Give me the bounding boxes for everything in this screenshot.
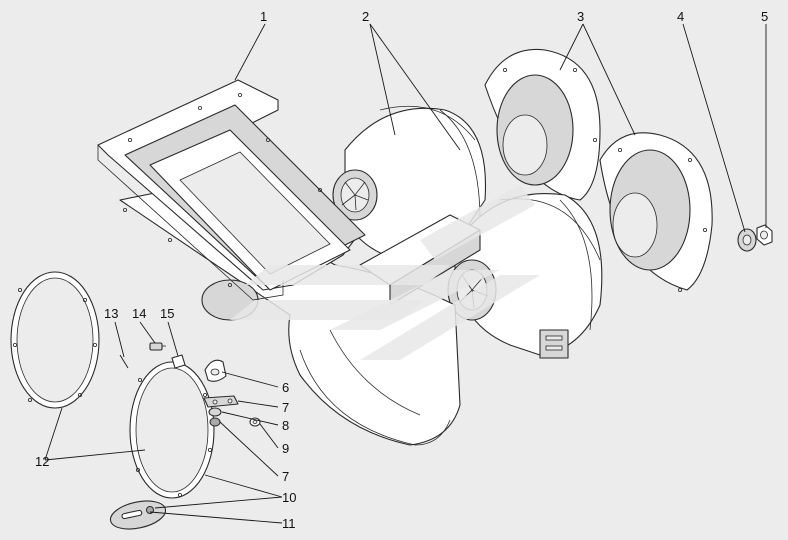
callout-labels: 1 2 3 4 5 6 7 8 9 7 10 11 12 13 14 15: [35, 9, 768, 531]
callout-14: 14: [132, 306, 146, 321]
callout-13: 13: [104, 306, 118, 321]
callout-11: 11: [282, 516, 296, 531]
callout-1: 1: [260, 9, 267, 24]
part-3-flange-rear: [484, 48, 601, 201]
callout-2: 2: [362, 9, 369, 24]
callout-5: 5: [761, 9, 768, 24]
part-11-latch-plate: [109, 500, 167, 530]
part-8-nut: [208, 407, 222, 417]
part-10-ring-cover: [129, 361, 215, 499]
part-15-clip: [171, 354, 186, 369]
callout-9: 9: [282, 441, 289, 456]
callout-8: 8: [282, 418, 289, 433]
part-3-flange-front: [599, 132, 713, 292]
callout-7-lower: 7: [282, 469, 289, 484]
callout-10: 10: [282, 490, 296, 505]
callout-4: 4: [677, 9, 684, 24]
callout-12: 12: [35, 454, 49, 469]
callout-15: 15: [160, 306, 174, 321]
part-13-pin: [119, 354, 129, 369]
part-7-washer-lower: [209, 417, 221, 427]
part-14-bolt: [149, 342, 166, 351]
part-12-gasket-ring: [10, 271, 100, 409]
watermark-logo: [230, 185, 540, 360]
part-5-nut: [756, 224, 773, 246]
leader-lines: [44, 23, 767, 524]
part-7-washer-upper: [203, 395, 239, 408]
part-1-mounting-frame: [97, 79, 366, 301]
part-4-washer: [737, 228, 757, 252]
part-9-washer: [249, 417, 261, 427]
callout-6: 6: [282, 380, 289, 395]
part-6-bracket: [204, 359, 227, 382]
callout-3: 3: [577, 9, 584, 24]
callout-7-upper: 7: [282, 400, 289, 415]
